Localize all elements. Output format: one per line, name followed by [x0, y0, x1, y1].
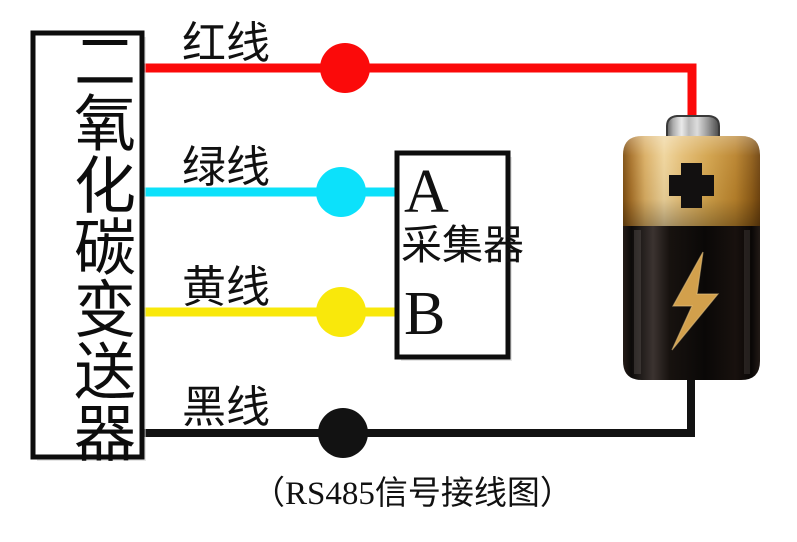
collector-port-a-label: A — [404, 158, 449, 226]
node-green-wire — [316, 167, 366, 217]
node-red-wire — [320, 43, 370, 93]
transmitter-label: 二氧化碳变送器 — [64, 29, 132, 463]
wire-label-yellow: 黄线 — [182, 263, 270, 312]
wire-red — [142, 63, 697, 122]
battery — [623, 115, 760, 380]
collector-name-label: 采集器 — [401, 222, 524, 268]
node-black-wire — [318, 408, 368, 458]
collector-box — [394, 150, 512, 361]
battery-positive-terminal — [666, 115, 720, 138]
battery-black-section — [623, 226, 760, 380]
wire-label-green: 绿线 — [182, 143, 270, 192]
wire-label-red: 红线 — [182, 19, 270, 68]
battery-plus-icon — [669, 163, 714, 208]
wire-label-black: 黑线 — [182, 383, 270, 432]
battery-gold-section — [623, 136, 760, 226]
collector-port-b-label: B — [404, 280, 446, 348]
node-yellow-wire — [316, 287, 366, 337]
diagram-caption: （RS485信号接线图） — [252, 476, 573, 512]
transmitter-box — [30, 30, 146, 461]
